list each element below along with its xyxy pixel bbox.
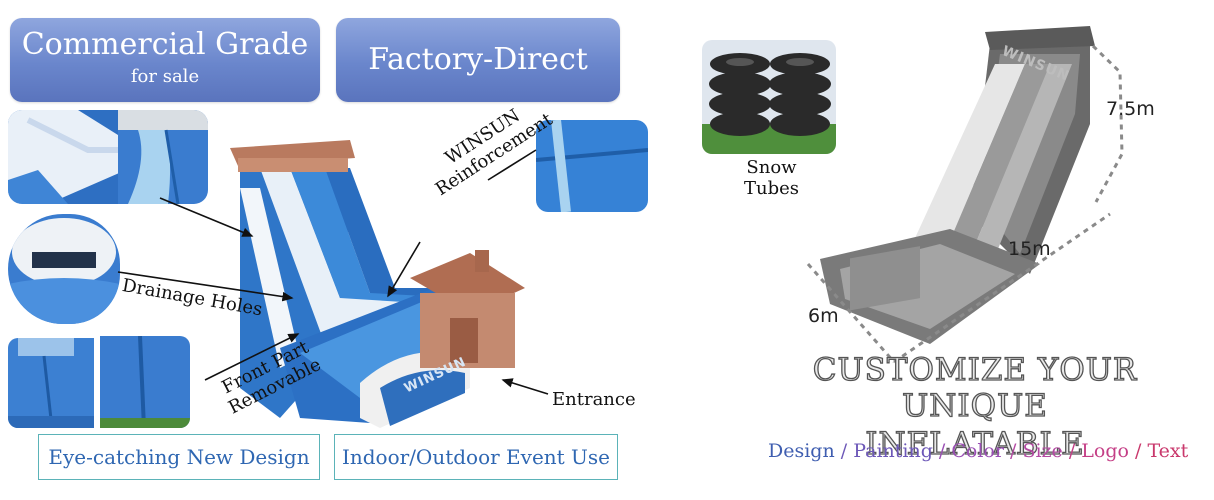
option-text: Text (1147, 440, 1189, 462)
customize-headline-line1: CUSTOMIZE YOUR UNIQUE (812, 351, 1138, 424)
water-slide-illustration (230, 140, 525, 428)
commercial-grade-badge: Commercial Grade for sale (10, 18, 320, 102)
dimension-height: 7.5m (1106, 98, 1155, 120)
detail-photo-front-part-2 (100, 336, 190, 428)
customization-options: Design / Painting / Color / Size / Logo … (768, 440, 1208, 462)
snow-tubes-caption: Snow Tubes (744, 157, 800, 199)
dimension-width: 6m (808, 305, 839, 327)
option-color: Color (951, 440, 1004, 462)
feature-new-design: Eye-catching New Design (38, 434, 320, 480)
commercial-grade-title: Commercial Grade (21, 27, 309, 62)
dimension-length: 15m (1008, 238, 1051, 260)
detail-photo-side-wall (8, 110, 126, 204)
customize-headline-line2: INFLATABLE (865, 425, 1085, 462)
annotation-arrows (117, 149, 549, 395)
option-separator: / (932, 440, 952, 462)
factory-direct-title: Factory-Direct (368, 42, 588, 77)
option-logo: Logo (1081, 440, 1129, 462)
entrance-label: Entrance (552, 389, 636, 410)
detail-photo-front-part-1 (8, 338, 94, 428)
option-design: Design (768, 440, 835, 462)
option-size: Size (1022, 440, 1063, 462)
feature-event-use: Indoor/Outdoor Event Use (334, 434, 618, 480)
option-separator: / (1062, 440, 1082, 462)
detail-photo-stitching (118, 110, 208, 204)
commercial-grade-subtitle: for sale (130, 66, 200, 87)
snow-tubes-caption-line1: Snow (746, 157, 797, 178)
snow-tubes-caption-line2: Tubes (744, 177, 800, 199)
factory-direct-badge: Factory-Direct (336, 18, 620, 102)
option-separator: / (834, 440, 854, 462)
grayscale-slide-illustration (806, 26, 1124, 364)
option-separator: / (1128, 440, 1148, 462)
detail-photo-drainage (8, 214, 120, 324)
customize-headline: CUSTOMIZE YOUR UNIQUE INFLATABLE (740, 351, 1210, 462)
option-painting: Painting (853, 440, 933, 462)
snow-tubes-photo (702, 40, 836, 154)
detail-photo-reinforcement (536, 120, 648, 212)
option-separator: / (1003, 440, 1023, 462)
